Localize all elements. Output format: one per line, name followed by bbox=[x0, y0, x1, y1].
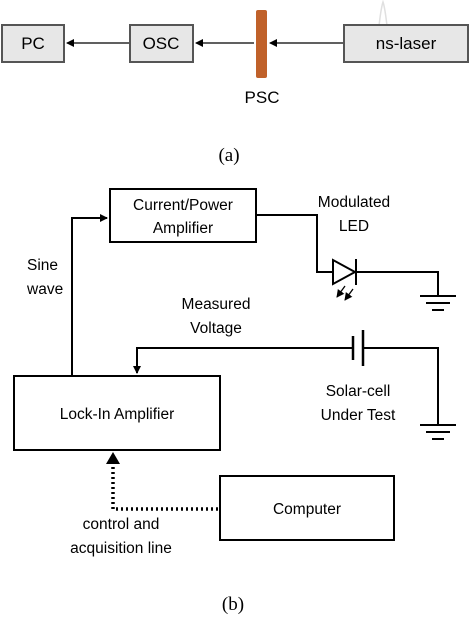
ground-icon-solar bbox=[420, 424, 456, 440]
amplifier-to-led-wire bbox=[256, 214, 333, 273]
led-emission-arrow-2 bbox=[344, 288, 354, 301]
osc-label: OSC bbox=[143, 34, 180, 53]
amplifier-box bbox=[109, 188, 257, 243]
ns-laser-label: ns-laser bbox=[376, 34, 437, 53]
measured-voltage-line2: Voltage bbox=[190, 320, 242, 337]
pc-box bbox=[1, 24, 65, 63]
sine-wave-label-line1: Sine bbox=[27, 257, 58, 274]
lockin-amplifier-box bbox=[13, 375, 221, 451]
psc-sample bbox=[256, 10, 267, 78]
solar-cell-to-lockin-wire bbox=[133, 347, 352, 374]
computer-label: Computer bbox=[273, 501, 341, 518]
laser-beam-glow bbox=[378, 0, 388, 27]
led-diode-icon bbox=[332, 258, 358, 301]
pc-label: PC bbox=[21, 34, 45, 53]
led-emission-arrow-1 bbox=[336, 285, 346, 298]
led-label-line1: Modulated bbox=[318, 194, 390, 211]
caption-b: (b) bbox=[222, 594, 244, 615]
sine-wave-label-line2: wave bbox=[26, 281, 63, 298]
lockin-amplifier-label: Lock-In Amplifier bbox=[60, 406, 175, 423]
amplifier-label-line2: Amplifier bbox=[153, 220, 213, 237]
measured-voltage-line1: Measured bbox=[182, 296, 251, 313]
panel-b: Current/Power Amplifier Modulated LED Si… bbox=[13, 188, 456, 615]
caption-a: (a) bbox=[218, 145, 239, 166]
control-label-line2: acquisition line bbox=[70, 540, 172, 557]
osc-box bbox=[129, 24, 194, 63]
solar-cell-label-line1: Solar-cell bbox=[326, 383, 391, 400]
solar-cell-to-ground-wire bbox=[363, 347, 439, 425]
computer-box bbox=[219, 475, 395, 541]
solar-cell-icon bbox=[351, 330, 365, 366]
ns-laser-box bbox=[343, 24, 469, 63]
panel-a: PC OSC ns-laser PSC (a) bbox=[1, 0, 469, 166]
led-to-ground-wire bbox=[356, 271, 439, 296]
solar-cell-label-line2: Under Test bbox=[321, 407, 396, 424]
control-label-line1: control and bbox=[83, 516, 160, 533]
control-acquisition-line bbox=[111, 462, 218, 511]
ground-icon-led bbox=[420, 295, 456, 311]
psc-label: PSC bbox=[245, 88, 280, 107]
control-acquisition-arrowhead bbox=[106, 452, 120, 464]
sine-wave-line bbox=[71, 214, 108, 375]
amplifier-label-line1: Current/Power bbox=[133, 197, 233, 214]
led-label-line2: LED bbox=[339, 218, 369, 235]
